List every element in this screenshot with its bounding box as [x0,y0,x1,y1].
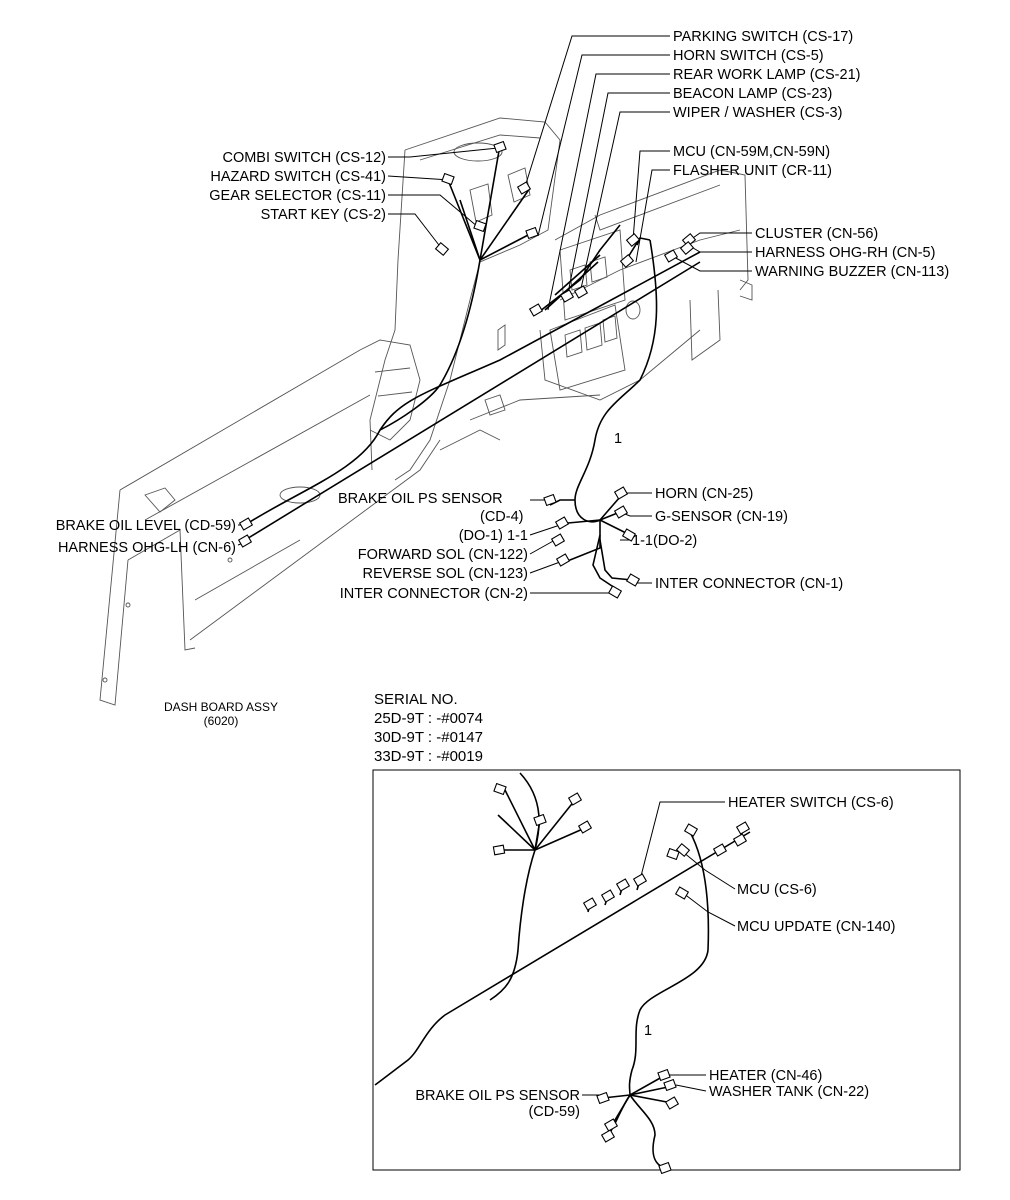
main-harness-wires [244,144,701,591]
label-brake-oil-ps-sensor: BRAKE OIL PS SENSOR [338,491,503,507]
label-horn-switch: HORN SWITCH (CS-5) [673,48,824,64]
main-connectors [237,140,697,599]
label-g-sensor: G-SENSOR (CN-19) [655,509,788,525]
main-labels: PARKING SWITCH (CS-17) HORN SWITCH (CS-5… [56,29,949,602]
label-harness-ohg-rh: HARNESS OHG-RH (CN-5) [755,245,935,261]
label-heater-switch: HEATER SWITCH (CS-6) [728,795,894,811]
label-inset-brake-oil-ps-sensor-code: (CD-59) [528,1104,580,1120]
label-start-key: START KEY (CS-2) [261,207,386,223]
label-brake-oil-level: BRAKE OIL LEVEL (CD-59) [56,518,236,534]
label-parking-switch: PARKING SWITCH (CS-17) [673,29,853,45]
label-harness-number: 1 [614,431,622,447]
label-combi-switch: COMBI SWITCH (CS-12) [222,150,386,166]
label-harness-ohg-lh: HARNESS OHG-LH (CN-6) [58,540,236,556]
label-do2-1-1: 1-1(DO-2) [632,533,697,549]
label-wiper-washer: WIPER / WASHER (CS-3) [673,105,842,121]
serial-33d: 33D-9T : -#0019 [374,748,483,765]
label-beacon-lamp: BEACON LAMP (CS-23) [673,86,832,102]
label-inset-harness-number: 1 [644,1023,652,1039]
dashboard-outline [99,117,753,706]
assembly-name: DASH BOARD ASSY [164,700,278,714]
label-inset-brake-oil-ps-sensor: BRAKE OIL PS SENSOR [415,1088,580,1104]
inset-leaders [582,801,736,1096]
label-inter-connector-cn1: INTER CONNECTOR (CN-1) [655,576,843,592]
label-mcu-cs6: MCU (CS-6) [737,882,817,898]
serial-25d: 25D-9T : -#0074 [374,710,483,727]
label-mcu-update: MCU UPDATE (CN-140) [737,919,895,935]
label-heater: HEATER (CN-46) [709,1068,822,1084]
serial-30d: 30D-9T : -#0147 [374,729,483,746]
label-flasher-unit: FLASHER UNIT (CR-11) [673,163,832,179]
label-do1-1-1: (DO-1) 1-1 [459,528,528,544]
label-cluster: CLUSTER (CN-56) [755,226,878,242]
inset-labels: HEATER SWITCH (CS-6) MCU (CS-6) MCU UPDA… [415,795,895,1120]
label-hazard-switch: HAZARD SWITCH (CS-41) [210,169,386,185]
label-warning-buzzer: WARNING BUZZER (CN-113) [755,264,949,280]
serial-block: SERIAL NO. 25D-9T : -#0074 30D-9T : -#01… [374,691,483,765]
label-gear-selector: GEAR SELECTOR (CS-11) [209,188,386,204]
inset-connectors [492,782,751,1175]
assembly-code: (6020) [204,714,239,728]
label-washer-tank: WASHER TANK (CN-22) [709,1084,869,1100]
label-inter-connector-cn2: INTER CONNECTOR (CN-2) [340,586,528,602]
serial-heading: SERIAL NO. [374,691,458,708]
label-horn: HORN (CN-25) [655,486,753,502]
label-mcu: MCU (CN-59M,CN-59N) [673,144,830,160]
inset-frame [372,769,961,1171]
label-reverse-sol: REVERSE SOL (CN-123) [363,566,528,582]
label-brake-oil-ps-sensor-code: (CD-4) [480,509,524,525]
label-rear-work-lamp: REAR WORK LAMP (CS-21) [673,67,860,83]
label-forward-sol: FORWARD SOL (CN-122) [358,547,528,563]
